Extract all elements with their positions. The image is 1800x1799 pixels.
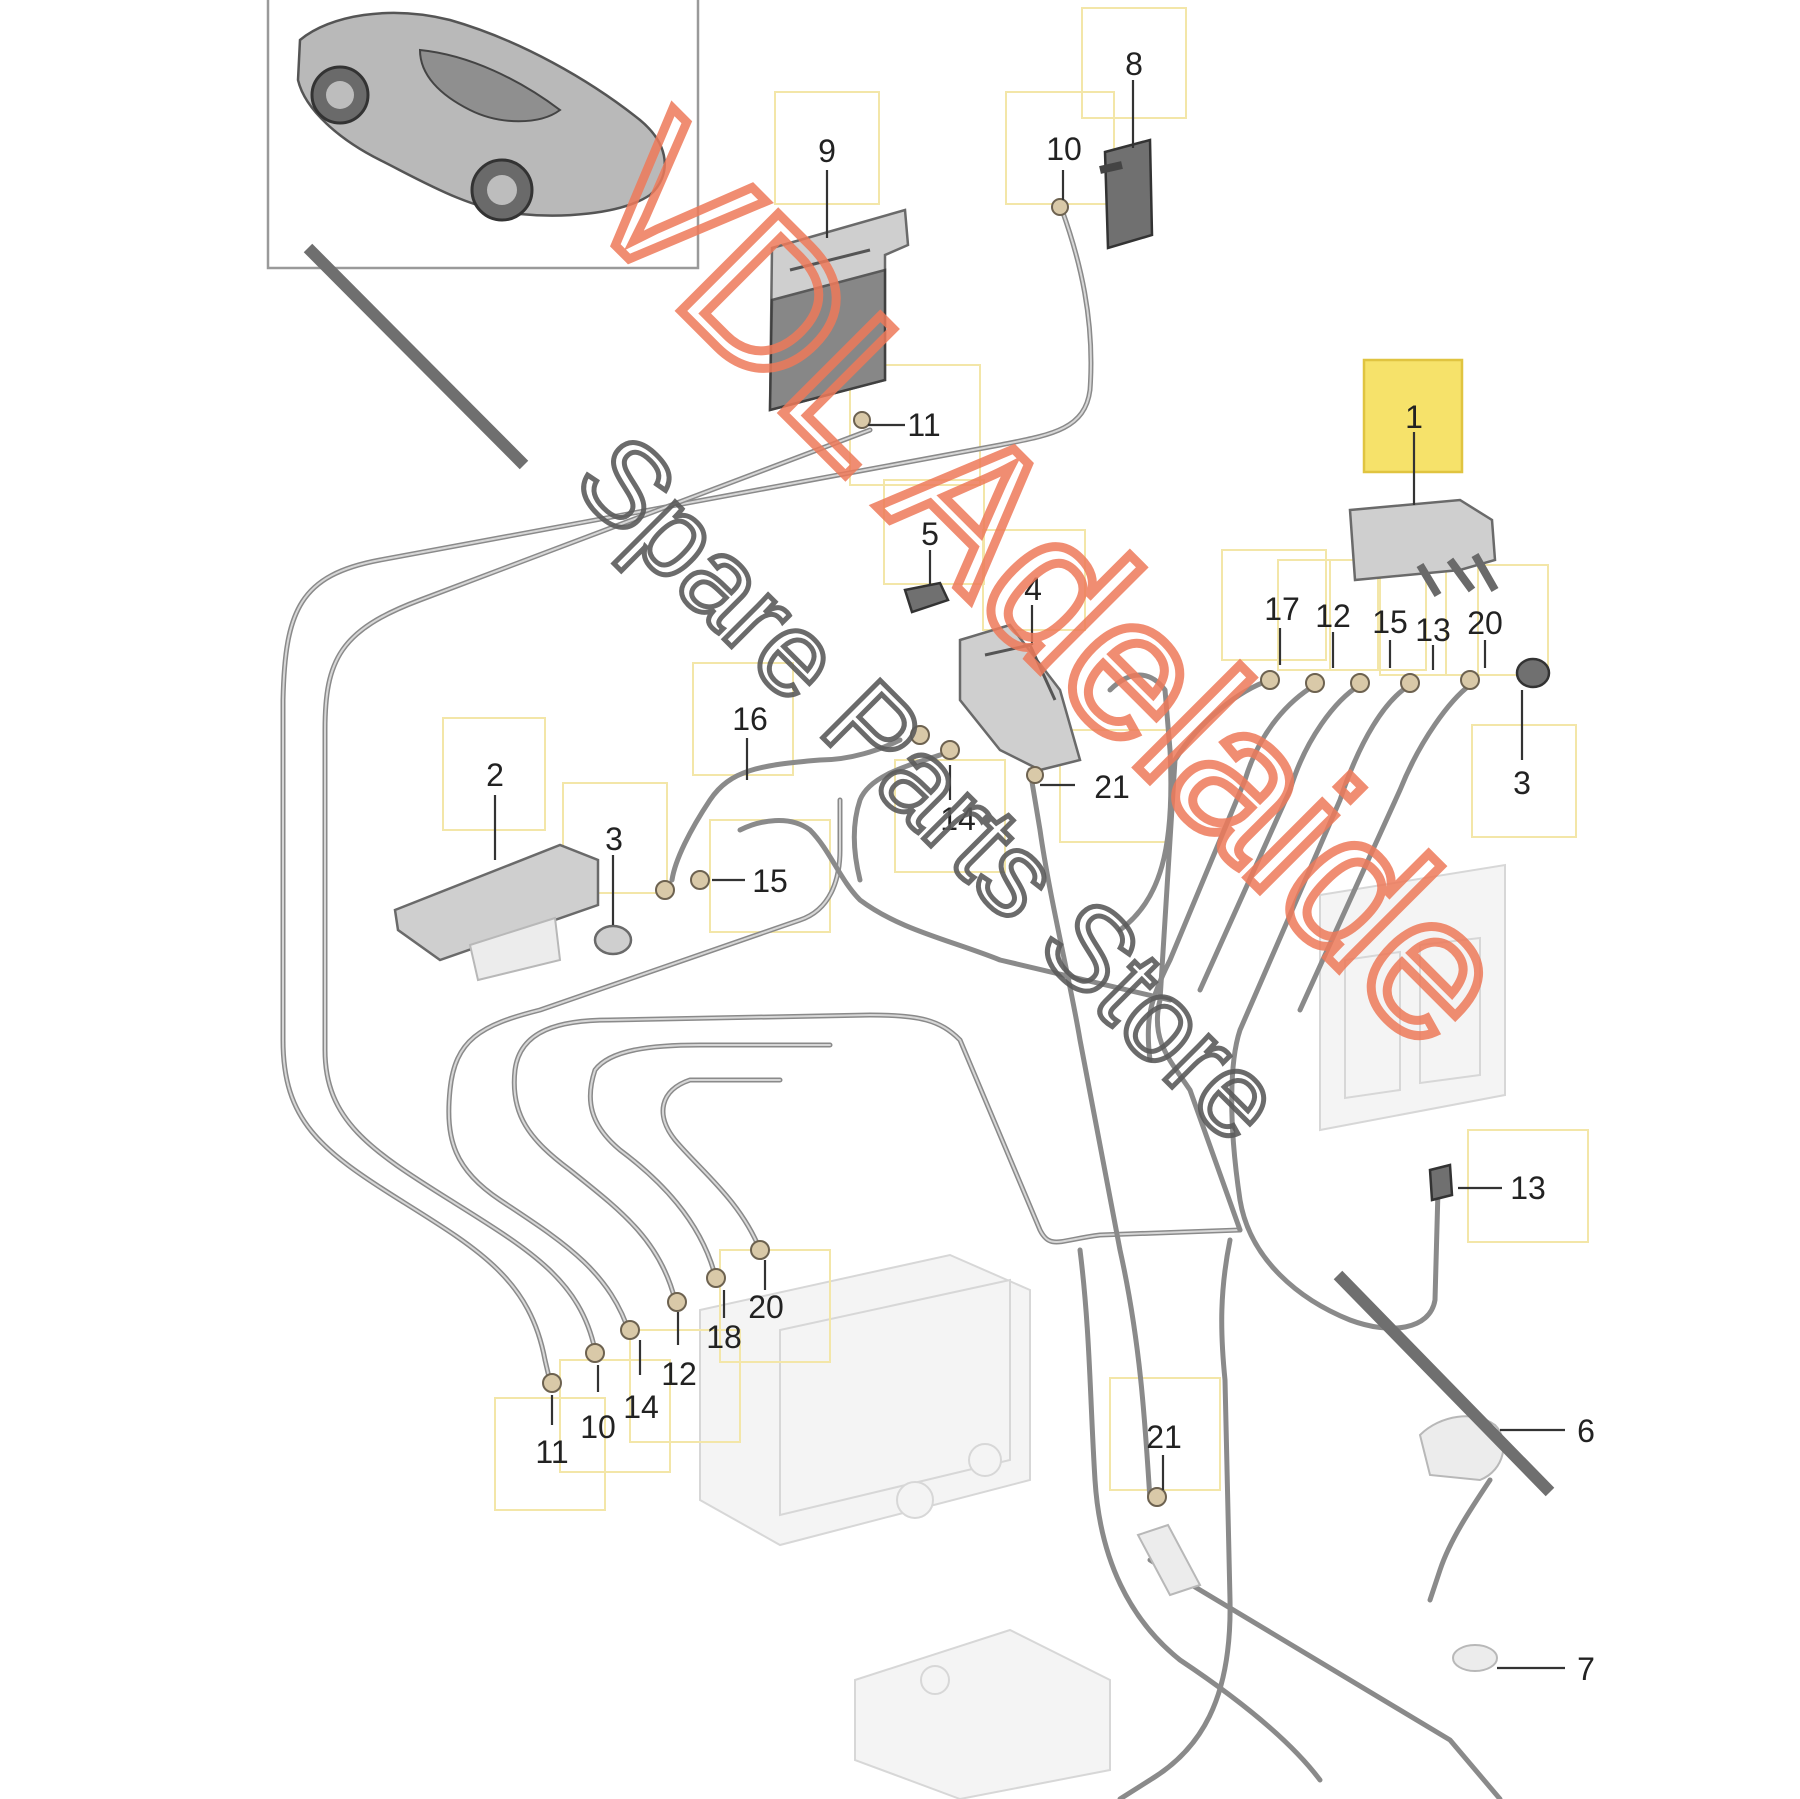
callout-4: 4: [1024, 571, 1042, 607]
callout-16: 16: [732, 701, 768, 737]
part-6-antenna: [1418, 1415, 1505, 1482]
callout-11-bottom: 11: [535, 1434, 568, 1470]
callout-3-right: 3: [1513, 765, 1531, 801]
callout-3-left: 3: [605, 821, 623, 857]
callout-1: 1: [1405, 399, 1423, 435]
callout-15-left: 15: [752, 863, 788, 899]
callout-2: 2: [486, 757, 504, 793]
part-21-plug-lower: [1136, 1523, 1202, 1597]
cable-harness: [280, 207, 1503, 1799]
callout-18: 18: [706, 1319, 742, 1355]
callout-6: 6: [1577, 1413, 1595, 1449]
callout-9: 9: [818, 133, 836, 169]
callout-20-top: 20: [1467, 605, 1503, 641]
car-inset: [266, 0, 700, 270]
part-13-connector-lower: [1428, 1163, 1454, 1202]
callout-17: 17: [1264, 591, 1300, 627]
car-icon: [296, 11, 666, 222]
callout-14-top: 14: [940, 801, 976, 837]
callout-8: 8: [1125, 46, 1143, 82]
callout-13-bottom: 13: [1510, 1170, 1546, 1206]
callout-10-bottom: 10: [580, 1409, 616, 1445]
watermark-slash-bottom: [1333, 1270, 1555, 1497]
cable-connectors: [542, 198, 1480, 1507]
part-2-module: [393, 843, 600, 982]
part-4-module: [958, 623, 1082, 772]
callout-21-top: 21: [1094, 769, 1130, 805]
callouts: 1 2 3 3 4 5 6 7 8 9 10 10 11 11 12 12 13: [486, 46, 1595, 1687]
callout-5: 5: [921, 516, 939, 552]
part-8-bracket: [1099, 138, 1154, 250]
callout-12-top: 12: [1315, 598, 1351, 634]
callout-21-bottom: 21: [1146, 1419, 1182, 1455]
callout-10-top: 10: [1046, 131, 1082, 167]
callout-15-top: 15: [1372, 604, 1408, 640]
callout-7: 7: [1577, 1651, 1595, 1687]
watermark-slash-top: [303, 243, 529, 470]
callout-14-bottom: 14: [623, 1389, 659, 1425]
part-3-clip-a: [593, 924, 633, 956]
callout-20-bottom: 20: [748, 1289, 784, 1325]
callout-11-top: 11: [907, 407, 940, 443]
callout-13-top: 13: [1415, 612, 1451, 648]
part-7-grommet: [1452, 1644, 1498, 1672]
part-1-module: [1348, 498, 1499, 598]
part-3-clip-b: [1515, 657, 1551, 689]
callout-12-bottom: 12: [661, 1356, 697, 1392]
part-9-bracket: [768, 208, 910, 412]
part-5-connector: [903, 581, 950, 614]
background-components: [699, 863, 1506, 1799]
